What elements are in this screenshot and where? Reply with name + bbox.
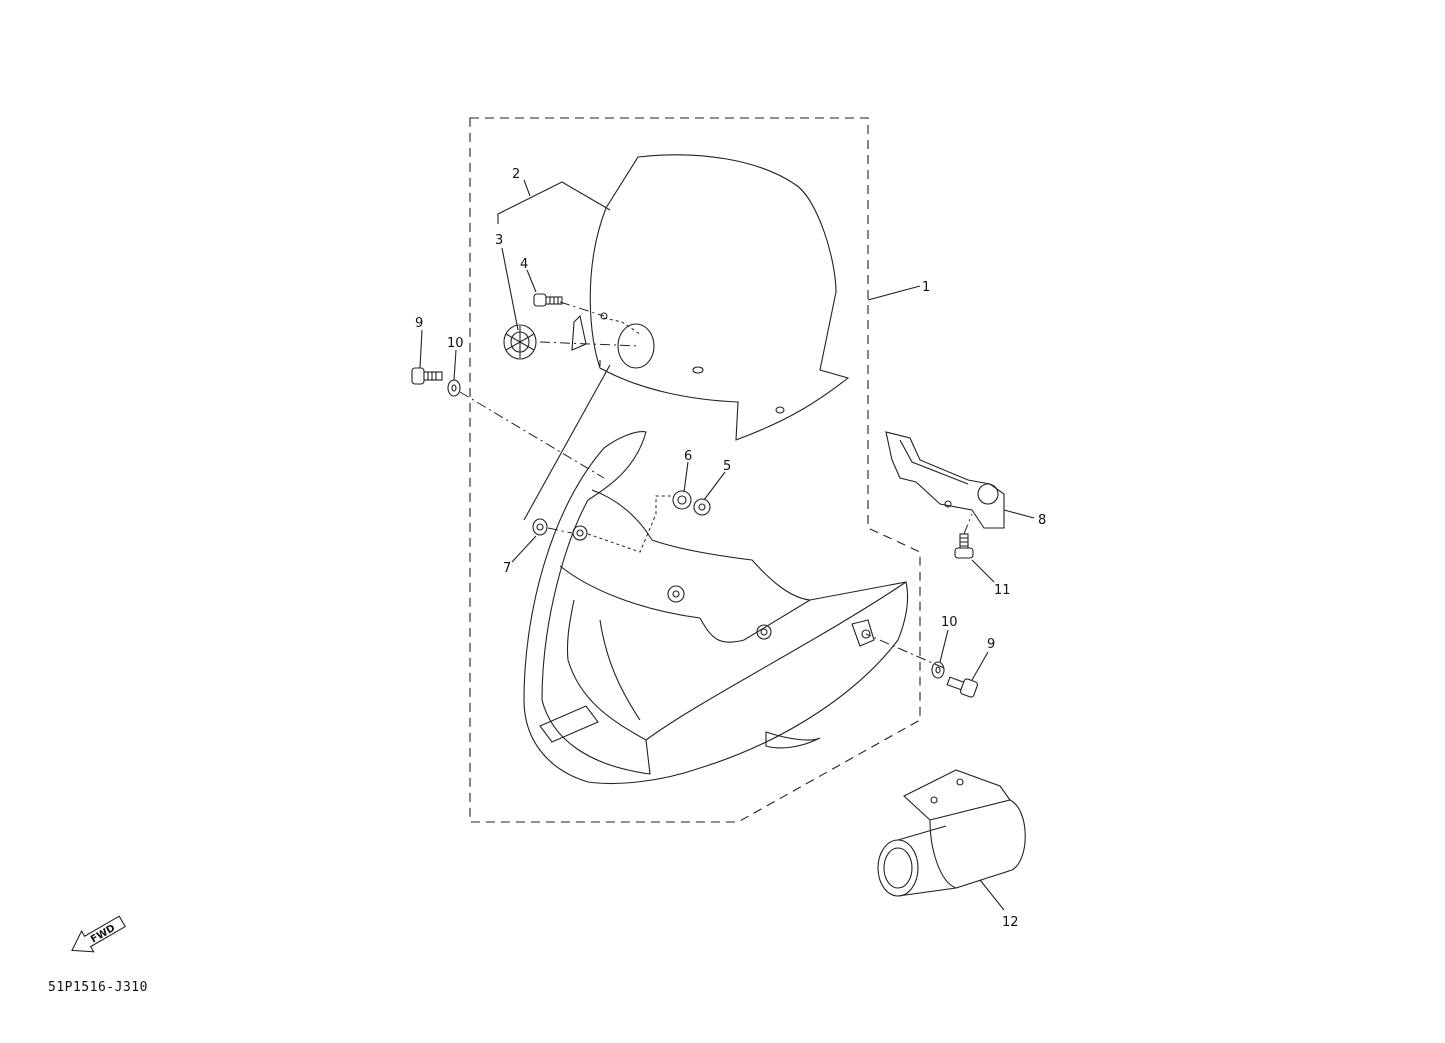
nut-part-5 — [693, 498, 711, 516]
callout-12: 12 — [1002, 915, 1019, 930]
horn-part-12 — [877, 769, 1026, 897]
callout-2: 2 — [512, 167, 520, 182]
washer-part-10-left — [447, 379, 461, 397]
grommet-part-3 — [503, 324, 537, 360]
callout-8: 8 — [1038, 513, 1046, 528]
callout-5: 5 — [723, 459, 731, 474]
front-cowling — [523, 431, 909, 784]
bolt-part-11 — [954, 533, 974, 559]
forward-arrow-icon: FWD — [71, 915, 126, 953]
screw-part-4 — [533, 293, 563, 307]
diagram-code: 51P1516-J310 — [48, 980, 148, 995]
callout-9-right: 9 — [987, 637, 995, 652]
leader-lines — [419, 179, 1035, 911]
bolt-part-9-right — [946, 676, 979, 698]
callout-4: 4 — [520, 257, 528, 272]
assembly-boundary — [469, 117, 921, 823]
windscreen — [571, 154, 850, 441]
callout-1: 1 — [922, 280, 930, 295]
callout-6: 6 — [684, 449, 692, 464]
callout-labels: 1 2 3 4 5 6 7 8 9 9 10 10 11 12 — [415, 167, 1046, 930]
callout-7: 7 — [503, 561, 511, 576]
callout-10-right: 10 — [941, 615, 958, 630]
bracket-part-8 — [885, 431, 1005, 529]
bolt-part-9-left — [411, 367, 443, 385]
alignment-lines — [459, 301, 973, 669]
washer-part-7 — [532, 518, 548, 536]
washer-part-10-right — [931, 661, 945, 679]
callout-9-left: 9 — [415, 316, 423, 331]
callout-3: 3 — [495, 233, 503, 248]
callout-10-left: 10 — [447, 336, 464, 351]
callout-11: 11 — [994, 583, 1011, 598]
damper-part-6 — [672, 490, 692, 510]
